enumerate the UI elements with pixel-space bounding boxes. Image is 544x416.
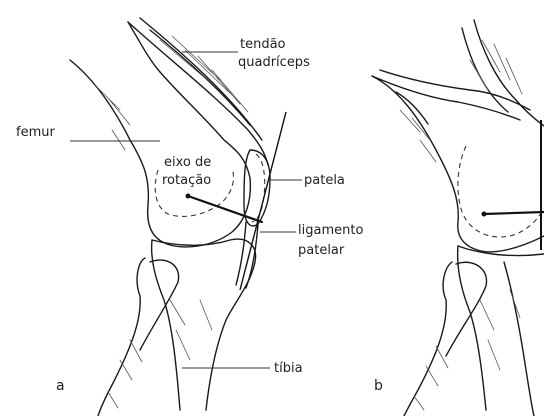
rotation-axis-point — [186, 194, 191, 199]
force-line — [240, 112, 286, 290]
femur-bone — [70, 22, 250, 247]
ligament-label-line1: ligamento — [298, 223, 363, 238]
quadriceps-tendon-b — [372, 20, 544, 126]
patella-label: patela — [304, 173, 345, 188]
quadriceps-label-line1: tendão — [240, 37, 286, 52]
femur-outline-dashed-b — [458, 146, 544, 237]
tibia-label: tíbia — [274, 361, 303, 376]
panel-b-label: b — [374, 378, 383, 394]
axis-label-line2: rotação — [162, 173, 211, 188]
fibula-bone — [98, 258, 179, 416]
panel-a: tendão quadríceps femur eixo de rotação … — [16, 18, 363, 416]
fibula-bone-b — [404, 262, 487, 416]
panel-a-label: a — [56, 378, 65, 394]
femur-label: femur — [16, 125, 55, 140]
panel-b: b — [372, 20, 544, 416]
axis-label-line1: eixo de — [164, 155, 211, 170]
patella-outline-dashed — [252, 154, 265, 222]
ligament-label-line2: patelar — [298, 243, 345, 258]
quadriceps-label-line2: quadríceps — [238, 55, 310, 70]
tibia-bone-b — [458, 246, 544, 416]
lever-arm-line-b — [484, 212, 544, 214]
